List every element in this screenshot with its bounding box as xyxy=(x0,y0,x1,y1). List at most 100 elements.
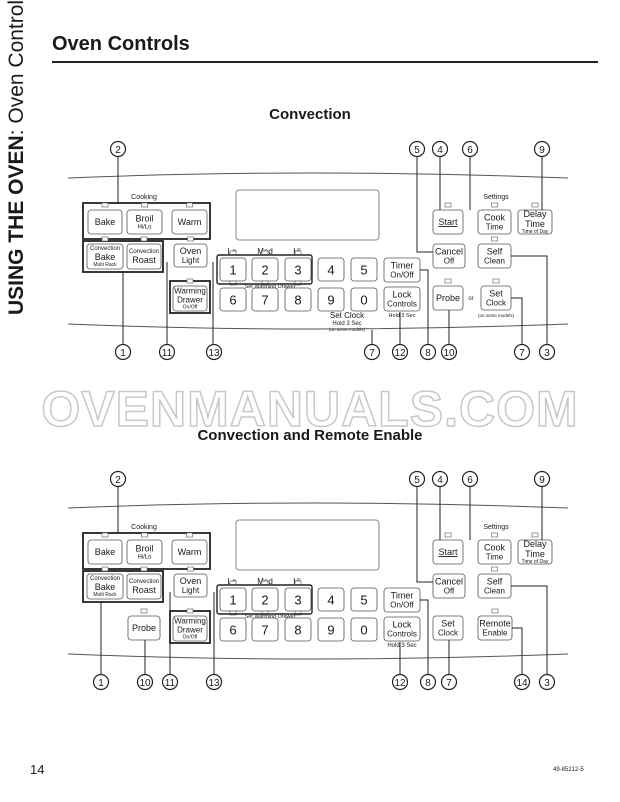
digit-button-6[interactable]: 6 xyxy=(219,610,247,642)
digit-button-9[interactable]: 9 xyxy=(317,287,345,312)
callout-number-9: 9 xyxy=(539,145,545,156)
probe-button-label: Probe xyxy=(132,623,156,633)
callout-circle xyxy=(136,673,154,691)
self-clean-button-label: Clean xyxy=(484,257,505,266)
digit-button-8[interactable]: 8 xyxy=(284,610,312,642)
digit-button-4[interactable]: 4 xyxy=(317,257,345,282)
digit-button-0[interactable]: 0 xyxy=(350,287,378,312)
digit-button-0[interactable]: 0 xyxy=(350,617,378,642)
callout-circle xyxy=(391,343,409,361)
digit-button-8[interactable]: 8 xyxy=(284,280,312,312)
callout-number-10: 10 xyxy=(139,678,151,689)
set-clock-button-label: Set xyxy=(489,289,503,299)
digit-button-9-label: 9 xyxy=(327,293,334,308)
cooking-label: Cooking xyxy=(131,524,157,531)
callout-circle xyxy=(205,673,223,691)
delay-time-button-label: Time xyxy=(525,219,545,229)
warm-button[interactable]: Warm xyxy=(171,202,208,235)
warming-drawer-button-label: Warming xyxy=(174,617,206,626)
lock-controls-button-label: Lock xyxy=(392,290,412,300)
convection-roast-button-label: Convection xyxy=(129,579,159,585)
digit-button-5[interactable]: 5 xyxy=(350,587,378,612)
digit-button-7[interactable]: 7 xyxy=(251,280,279,312)
delay-time-button-label: Delay xyxy=(523,539,547,549)
indicator-light xyxy=(101,236,109,242)
indicator-light xyxy=(491,608,499,614)
callout-circle xyxy=(440,343,458,361)
broil-button-label: Broil xyxy=(135,214,153,224)
delay-time-button-label: Delay xyxy=(523,209,547,219)
heading-divider xyxy=(52,61,598,63)
convection-bake-button-label: Convection xyxy=(90,576,120,582)
convection-roast-button-label: Roast xyxy=(132,255,156,265)
probe-button[interactable]: Probe xyxy=(432,278,464,311)
digit-button-9[interactable]: 9 xyxy=(317,617,345,642)
callout-circle xyxy=(419,343,437,361)
start-button[interactable]: Start xyxy=(432,532,464,565)
start-button[interactable]: Start xyxy=(432,202,464,235)
digit-button-6[interactable]: 6 xyxy=(219,280,247,312)
indicator-light xyxy=(101,202,109,208)
digit-button-6-label: 6 xyxy=(229,293,236,308)
digit-button-5[interactable]: 5 xyxy=(350,257,378,282)
set-clock-button-label: Clock xyxy=(486,299,507,308)
digit-button-2[interactable]: 2 xyxy=(251,580,279,612)
digit-button-4[interactable]: 4 xyxy=(317,587,345,612)
callout-number-12: 12 xyxy=(394,678,406,689)
convection-bake-button-label: Multi Rack xyxy=(93,592,117,598)
probe-button[interactable]: Probe xyxy=(127,608,161,641)
digit-button-1[interactable]: 1 xyxy=(219,250,247,282)
callout-number-3: 3 xyxy=(544,348,550,359)
digit-button-3[interactable]: 3 xyxy=(284,250,312,282)
digit-button-2-label: 2 xyxy=(261,263,268,278)
warm-button[interactable]: Warm xyxy=(171,532,208,565)
callout-circle xyxy=(114,343,132,361)
digit-button-7[interactable]: 7 xyxy=(251,610,279,642)
callout-number-4: 4 xyxy=(437,145,443,156)
bake-button-label: Bake xyxy=(95,547,116,557)
display-window xyxy=(235,519,380,571)
digit-button-7-label: 7 xyxy=(261,293,268,308)
digit-button-2-label: 2 xyxy=(261,593,268,608)
callout-number-5: 5 xyxy=(414,475,420,486)
bake-button[interactable]: Bake xyxy=(87,532,123,565)
panel-bottom-edge xyxy=(67,323,569,330)
digit-button-1-label: 1 xyxy=(229,263,236,278)
oven-light-button-label: Light xyxy=(182,586,200,595)
digit-button-9-label: 9 xyxy=(327,623,334,638)
callout-circle xyxy=(109,470,127,488)
bake-button[interactable]: Bake xyxy=(87,202,123,235)
indicator-light xyxy=(444,532,452,538)
callout-number-14: 14 xyxy=(516,678,528,689)
callout-number-13: 13 xyxy=(208,678,220,689)
warming-drawer-button-label: Drawer xyxy=(177,296,203,305)
indicator-light xyxy=(491,236,498,242)
callout-number-1: 1 xyxy=(120,348,126,359)
